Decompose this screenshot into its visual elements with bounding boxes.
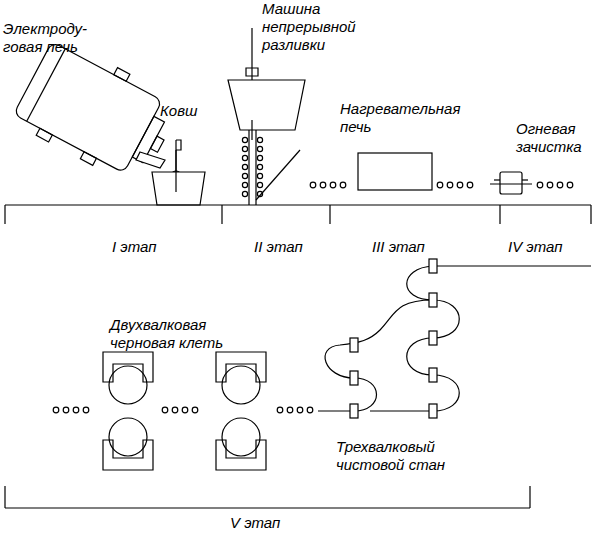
finishing-mill <box>318 259 591 418</box>
continuation-dot <box>537 182 543 188</box>
stage-label: V этап <box>230 514 310 532</box>
continuation-dot <box>547 182 553 188</box>
continuation-dot <box>310 182 316 188</box>
roughing-stand-label: Двухвалковая черновая клеть <box>110 316 235 352</box>
guide-roller <box>257 146 262 151</box>
continuation-dot <box>457 182 463 188</box>
continuation-dot <box>83 407 89 413</box>
heating-furnace-label: Нагревательная печь <box>340 100 465 136</box>
guide-roller <box>242 173 247 178</box>
ladle <box>152 140 205 205</box>
stage-ruler <box>5 486 530 508</box>
continuation-dot <box>567 182 573 188</box>
ladle-label: Ковш <box>160 102 220 120</box>
guide-roller <box>242 137 247 142</box>
arc-furnace <box>10 35 184 190</box>
scarfing-unit <box>490 172 532 194</box>
guide-roller <box>242 164 247 169</box>
continuation-dot <box>182 407 188 413</box>
heating-furnace <box>358 153 432 190</box>
guide-roller <box>242 182 247 187</box>
continuation-dot <box>557 182 563 188</box>
continuous-caster <box>228 28 305 205</box>
continuation-dot <box>307 407 313 413</box>
continuation-dot <box>277 407 283 413</box>
guide-roller <box>257 164 262 169</box>
roughing-stand <box>103 352 153 470</box>
continuation-dot <box>172 407 178 413</box>
guide-roller <box>242 146 247 151</box>
continuation-dot <box>330 182 336 188</box>
scarfing-label: Огневая зачистка <box>516 120 592 156</box>
continuation-dot <box>192 407 198 413</box>
guide-roller <box>257 155 262 160</box>
caster-label: Машина непрерывной разливки <box>262 0 372 54</box>
continuation-dot <box>320 182 326 188</box>
continuation-dot <box>437 182 443 188</box>
continuation-dot <box>162 407 168 413</box>
stage-label: I этап <box>112 238 182 256</box>
continuation-dot <box>287 407 293 413</box>
guide-roller <box>242 191 247 196</box>
continuation-dot <box>447 182 453 188</box>
guide-roller <box>242 155 247 160</box>
continuation-dot <box>53 407 59 413</box>
stage-label: IV этап <box>508 238 588 256</box>
stage-label: III этап <box>372 238 452 256</box>
guide-roller <box>257 173 262 178</box>
continuation-dot <box>297 407 303 413</box>
continuation-dot <box>467 182 473 188</box>
guide-roller <box>257 137 262 142</box>
roughing-stand <box>216 352 266 470</box>
continuation-dot <box>73 407 79 413</box>
furnace-label: Электроду- говая печь <box>3 20 89 56</box>
guide-roller <box>257 182 262 187</box>
continuation-dot <box>340 182 346 188</box>
finishing-mill-label: Трехвалковый чистовой стан <box>336 438 454 474</box>
stage-ruler <box>5 205 591 224</box>
continuation-dot <box>63 407 69 413</box>
stage-label: II этап <box>254 238 324 256</box>
